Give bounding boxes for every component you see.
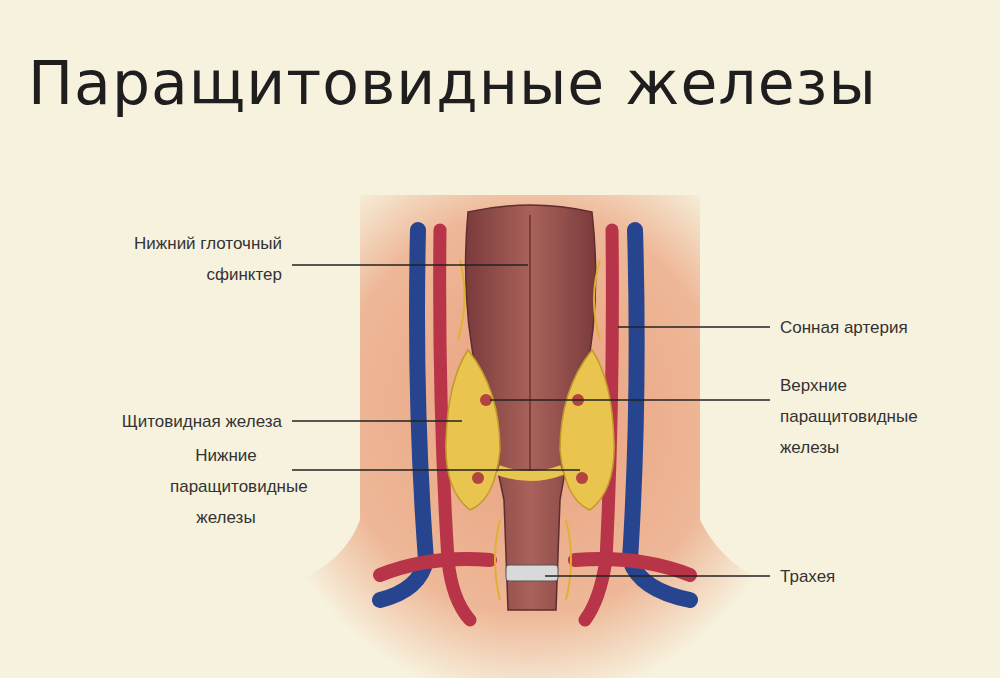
trachea-ring xyxy=(506,565,558,581)
leader-line xyxy=(490,399,770,400)
neck-skin xyxy=(300,195,760,678)
organ-label: Щитовидная железа xyxy=(40,406,282,437)
jugular-vein xyxy=(630,230,690,600)
vessel-label: Сонная артерия xyxy=(780,312,980,343)
muscle-label: Нижний глоточный сфинктер xyxy=(110,228,282,290)
parathyroid-gland xyxy=(576,472,588,484)
pharynx-fold xyxy=(529,215,531,470)
leader-line xyxy=(292,420,462,421)
thyroid-lobe xyxy=(560,350,614,510)
nerve xyxy=(458,260,600,600)
title: Паращитовидные железы xyxy=(28,48,877,118)
jugular-vein xyxy=(380,230,426,600)
leader-line xyxy=(292,264,528,265)
subclavian-vessel xyxy=(575,559,690,575)
parathyroid-gland xyxy=(472,472,484,484)
leader-line xyxy=(292,469,580,470)
thyroid-lobe xyxy=(446,350,500,510)
subclavian-vessel xyxy=(380,559,490,575)
leader-line xyxy=(618,326,770,327)
gland-label: Нижние паращитовидные железы xyxy=(170,440,282,533)
organ-label: Трахея xyxy=(780,561,980,592)
gland-label: Верхние паращитовидные железы xyxy=(780,370,980,463)
thyroid-isthmus xyxy=(498,470,562,476)
leader-line xyxy=(545,575,770,576)
